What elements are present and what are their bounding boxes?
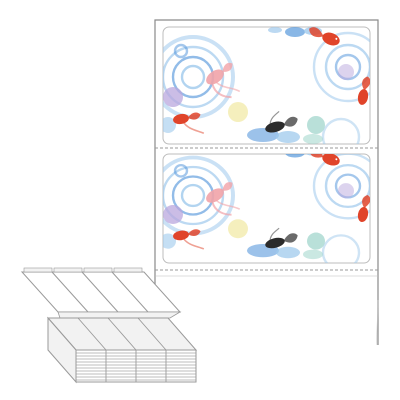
label-2 [162, 153, 371, 264]
label-1 [162, 26, 371, 145]
fanfold-stack-body [46, 316, 198, 384]
fanfold-stack-icon [20, 267, 198, 384]
label-sheet [151, 19, 379, 346]
fanfold-raised-sheet [20, 267, 182, 313]
